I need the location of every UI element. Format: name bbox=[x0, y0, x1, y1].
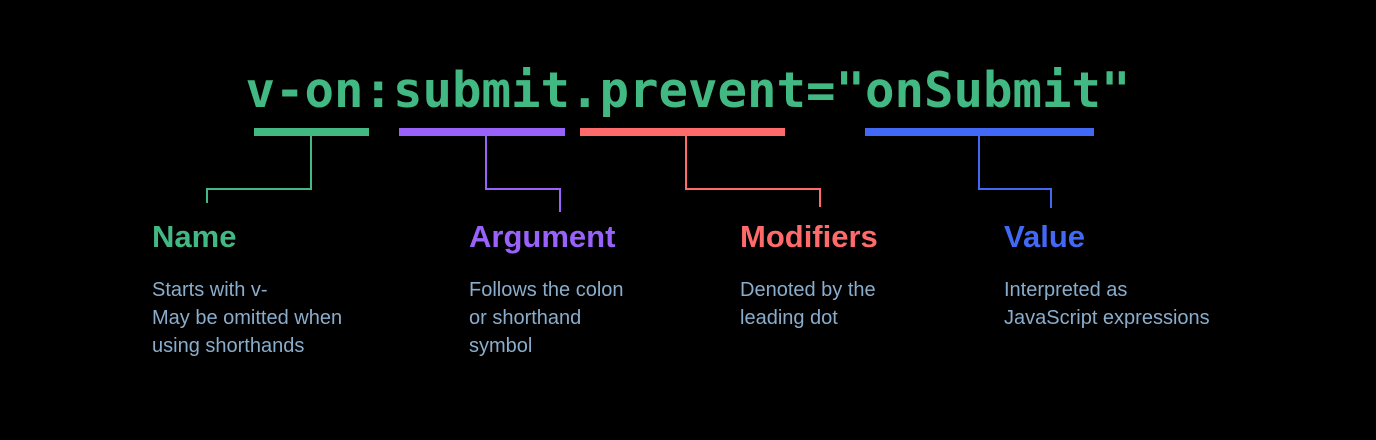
part-description-value: Interpreted as JavaScript expressions bbox=[1004, 279, 1210, 329]
part-description-name: Starts with v- May be omitted when using… bbox=[152, 279, 343, 357]
connector-argument bbox=[485, 136, 561, 212]
part-description-argument: Follows the colon or shorthand symbol bbox=[469, 279, 624, 357]
bracket-connectors-group bbox=[206, 136, 1052, 212]
part-column-argument: Argument Follows the colon or shorthand … bbox=[469, 218, 719, 360]
part-title-argument: Argument bbox=[469, 219, 616, 254]
directive-code-expression: v-on:submit.prevent="onSubmit" bbox=[245, 62, 1131, 119]
part-column-modifiers: Modifiers Denoted by the leading dot bbox=[740, 218, 980, 332]
underline-bar-argument bbox=[399, 128, 565, 136]
part-column-value: Value Interpreted as JavaScript expressi… bbox=[1004, 218, 1304, 332]
underline-bar-value bbox=[865, 128, 1094, 136]
connector-value bbox=[978, 136, 1052, 208]
part-title-modifiers: Modifiers bbox=[740, 219, 878, 254]
connector-modifiers bbox=[685, 136, 821, 207]
part-title-value: Value bbox=[1004, 219, 1085, 254]
part-title-name: Name bbox=[152, 219, 237, 254]
underline-bar-modifiers bbox=[580, 128, 785, 136]
underline-bars-group bbox=[254, 128, 1094, 136]
connector-name bbox=[206, 136, 312, 203]
part-description-modifiers: Denoted by the leading dot bbox=[740, 279, 876, 329]
underline-bar-name bbox=[254, 128, 369, 136]
part-column-name: Name Starts with v- May be omitted when … bbox=[152, 218, 452, 360]
